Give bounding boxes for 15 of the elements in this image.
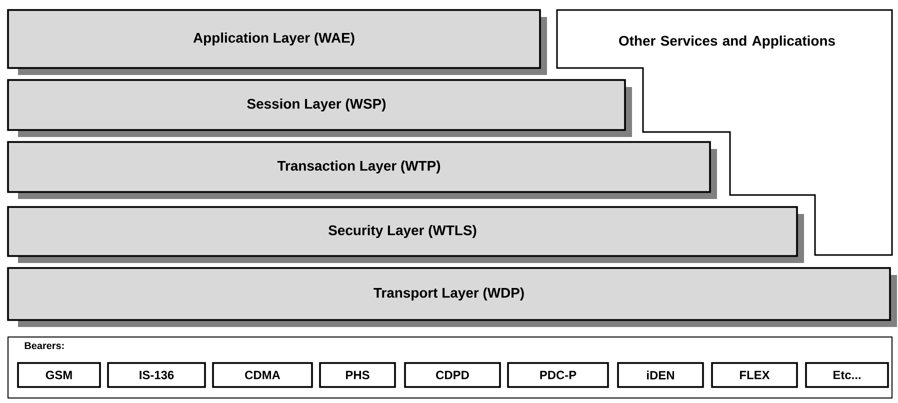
bearer-box: CDPD	[404, 362, 501, 388]
bearer-box: PHS	[319, 362, 396, 388]
layer-box: Session Layer (WSP)	[7, 79, 632, 137]
bearer-box: PDC-P	[507, 362, 609, 388]
layer-box: Security Layer (WTLS)	[7, 206, 804, 263]
bearer-box: FLEX	[711, 362, 798, 388]
bearer-box: GSM	[17, 362, 101, 388]
stepped-panel: Other Services and Applications	[556, 9, 893, 256]
layer-box: Transaction Layer (WTP)	[7, 141, 717, 199]
bearer-box: IS-136	[107, 362, 206, 388]
bearer-box: CDMA	[212, 362, 313, 388]
layer-box: Transport Layer (WDP)	[7, 267, 897, 327]
layer-box: Application Layer (WAE)	[7, 9, 547, 75]
bearer-box: iDEN	[617, 362, 704, 388]
bearer-box: Etc...	[805, 362, 889, 388]
